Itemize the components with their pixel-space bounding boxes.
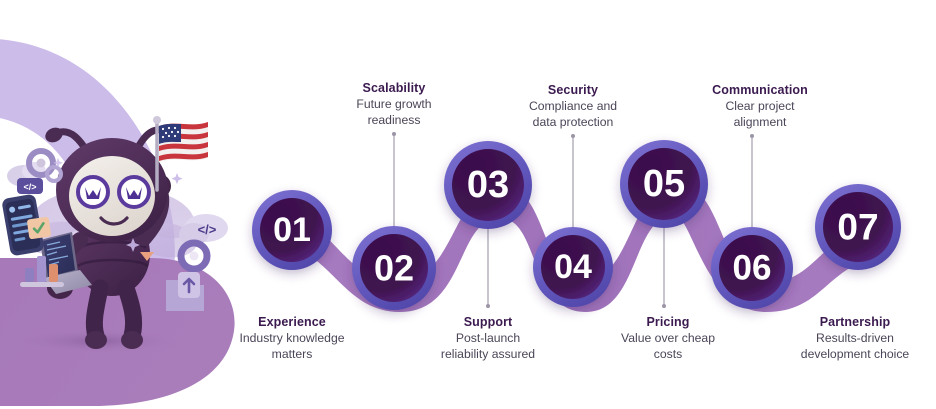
callout-step-01: Experience Industry knowledge matters xyxy=(192,314,392,363)
callout-desc-line: Post-launch xyxy=(455,331,521,346)
callout-title-03: Support xyxy=(463,315,513,329)
callout-step-04: Security Compliance and data protection xyxy=(473,82,673,131)
step-number-02: 02 xyxy=(374,248,414,289)
callout-desc-06: Clear project alignment xyxy=(660,99,860,131)
mascot-illustration: </> </> xyxy=(2,116,228,349)
callout-desc-line: matters xyxy=(271,347,313,362)
callout-desc-line: alignment xyxy=(733,115,787,130)
gear-right-icon xyxy=(177,239,211,273)
connector-dots xyxy=(392,132,754,308)
callout-title-01: Experience xyxy=(258,315,326,329)
eye-left xyxy=(76,175,110,209)
svg-text:</>: </> xyxy=(198,222,217,237)
small-orange-marker-icon xyxy=(140,252,154,261)
step-circle-02[interactable]: 02 xyxy=(352,226,436,310)
step-circle-05[interactable]: 05 xyxy=(620,140,708,228)
svg-text:</>: </> xyxy=(23,182,36,192)
bar-chart-icon xyxy=(20,256,64,287)
callout-step-06: Communication Clear project alignment xyxy=(660,82,860,131)
step-number-01: 01 xyxy=(273,211,311,249)
callout-desc-05: Value over cheap costs xyxy=(568,331,768,363)
step-number-07: 07 xyxy=(837,207,878,248)
callout-desc-01: Industry knowledge matters xyxy=(192,331,392,363)
step-circle-03[interactable]: 03 xyxy=(444,141,532,229)
callout-desc-line: readiness xyxy=(367,113,421,128)
step-number-04: 04 xyxy=(554,248,592,286)
step-circle-01[interactable]: 01 xyxy=(252,190,332,270)
eye-right xyxy=(117,175,151,209)
callout-desc-line: Compliance and xyxy=(528,99,618,114)
callout-desc-line: Clear project xyxy=(725,99,795,114)
step-circle-06[interactable]: 06 xyxy=(711,227,793,309)
callout-desc-line: development choice xyxy=(800,347,910,362)
mascot-head xyxy=(56,138,168,242)
callout-title-02: Scalability xyxy=(362,81,426,95)
callout-desc-line: reliability assured xyxy=(440,347,536,362)
callout-desc-line: costs xyxy=(653,347,683,362)
callout-desc-03: Post-launch reliability assured xyxy=(388,331,588,363)
callout-step-02: Scalability Future growth readiness xyxy=(294,80,494,129)
step-circle-04[interactable]: 04 xyxy=(533,227,613,307)
callout-title-04: Security xyxy=(547,83,599,97)
callout-desc-07: Results-driven development choice xyxy=(752,331,936,363)
callout-desc-04: Compliance and data protection xyxy=(473,99,673,131)
callout-step-05: Pricing Value over cheap costs xyxy=(568,314,768,363)
callout-title-05: Pricing xyxy=(646,315,690,329)
mascot-smile xyxy=(99,216,129,226)
callout-desc-line: Value over cheap xyxy=(621,331,715,346)
gear-icon xyxy=(26,148,63,183)
checklist-icon xyxy=(27,216,51,240)
callout-desc-line: Industry knowledge xyxy=(239,331,345,346)
callout-desc-02: Future growth readiness xyxy=(294,97,494,129)
step-number-05: 05 xyxy=(643,163,685,205)
cloud-code-right-icon: </> xyxy=(179,214,228,245)
us-flag-icon xyxy=(153,116,208,192)
step-number-03: 03 xyxy=(467,164,509,206)
folder-upload-icon xyxy=(166,272,204,311)
antenna-tip-left xyxy=(45,127,63,143)
callout-desc-line: Results-driven xyxy=(816,331,894,346)
callout-desc-line: data protection xyxy=(532,115,614,130)
sparkle-icons xyxy=(53,158,183,252)
callout-title-07: Partnership xyxy=(819,315,891,329)
step-number-06: 06 xyxy=(733,249,772,288)
step-circles: 01 02 03 04 05 xyxy=(252,140,901,310)
callout-step-03: Support Post-launch reliability assured xyxy=(388,314,588,363)
step-circle-07[interactable]: 07 xyxy=(815,184,901,270)
callout-desc-line: Future growth xyxy=(356,97,432,112)
callout-step-07: Partnership Results-driven development c… xyxy=(752,314,936,363)
callout-title-06: Communication xyxy=(712,83,808,97)
